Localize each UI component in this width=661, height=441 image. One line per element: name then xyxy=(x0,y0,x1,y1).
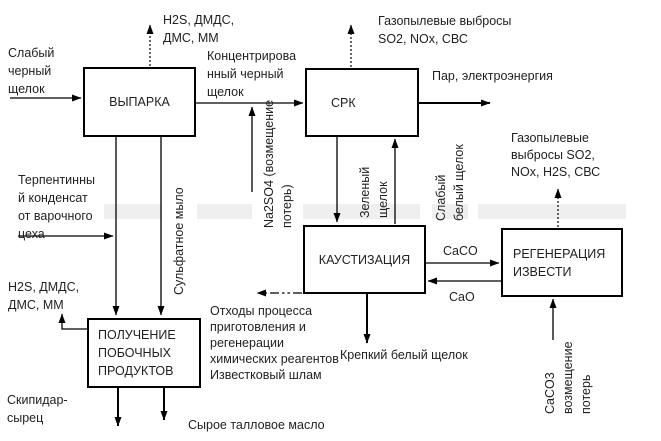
box-causticizing-label: КАУСТИЗАЦИЯ xyxy=(318,252,411,267)
highlight-band-segment xyxy=(197,204,252,219)
label-green-liquor: Зеленый щелок xyxy=(358,166,390,218)
box-lime-regeneration: РЕГЕНЕРАЦИЯ ИЗВЕСТИ xyxy=(501,228,623,297)
box-causticizing: КАУСТИЗАЦИЯ xyxy=(303,225,426,294)
label-caco3-makeup: CaCO3 возмещение потерь xyxy=(543,341,593,414)
label-emissions-lime: Газопылевые выбросы SO2, NOx, H2S, СВС xyxy=(511,131,601,179)
arrow-byproducts-gas-out xyxy=(58,313,87,330)
highlight-band-segment xyxy=(478,204,626,219)
label-caco: CaCO xyxy=(443,244,478,258)
label-cao: CaO xyxy=(449,290,475,304)
label-strong-white-liquor: Крепкий белый щелок xyxy=(340,348,468,362)
label-emissions-srk: Газопылевые выбросы SO2, NOx, СВС xyxy=(378,14,512,46)
label-h2s-dmds-top: H2S, ДМДС, ДМС, ММ xyxy=(163,13,235,45)
label-concentrated-liquor: Концентрирова нный черный щелок xyxy=(207,49,297,99)
label-turpentine-condensate: Терпентинны й конденсат от варочного цех… xyxy=(18,173,95,241)
label-steam-power: Пар, электроэнергия xyxy=(432,69,553,83)
highlight-band-segment xyxy=(432,204,468,219)
box-recovery-boiler-label: СРК xyxy=(331,95,356,110)
highlight-band-segment xyxy=(303,204,420,219)
box-byproducts-label: ПОЛУЧЕНИЕ ПОБОЧНЫХ ПРОДУКТОВ xyxy=(98,328,176,378)
label-weak-white-liquor: Слабый белый щелок xyxy=(434,144,466,221)
label-na2so4-makeup: Na2SO4 (возмещение потерь) xyxy=(262,99,294,228)
box-evaporation-label: ВЫПАРКА xyxy=(109,95,170,109)
box-byproducts: ПОЛУЧЕНИЕ ПОБОЧНЫХ ПРОДУКТОВ xyxy=(87,318,201,388)
box-lime-regeneration-label: РЕГЕНЕРАЦИЯ ИЗВЕСТИ xyxy=(513,246,606,279)
label-h2s-dmds-bottom: H2S, ДМДС, ДМС, ММ xyxy=(8,280,80,312)
highlight-band-segment xyxy=(104,204,162,219)
label-weak-black-liquor: Слабый черный щелок xyxy=(8,46,55,96)
box-evaporation: ВЫПАРКА xyxy=(83,67,196,137)
label-sulfate-soap: Сульфатное мыло xyxy=(172,187,186,295)
label-raw-turpentine: Скипидар- сырец xyxy=(7,393,68,425)
label-process-waste: Отходы процесса приготовления и регенера… xyxy=(210,304,339,382)
box-recovery-boiler: СРК xyxy=(305,68,419,137)
label-crude-tall-oil: Сырое талловое масло xyxy=(188,418,325,432)
